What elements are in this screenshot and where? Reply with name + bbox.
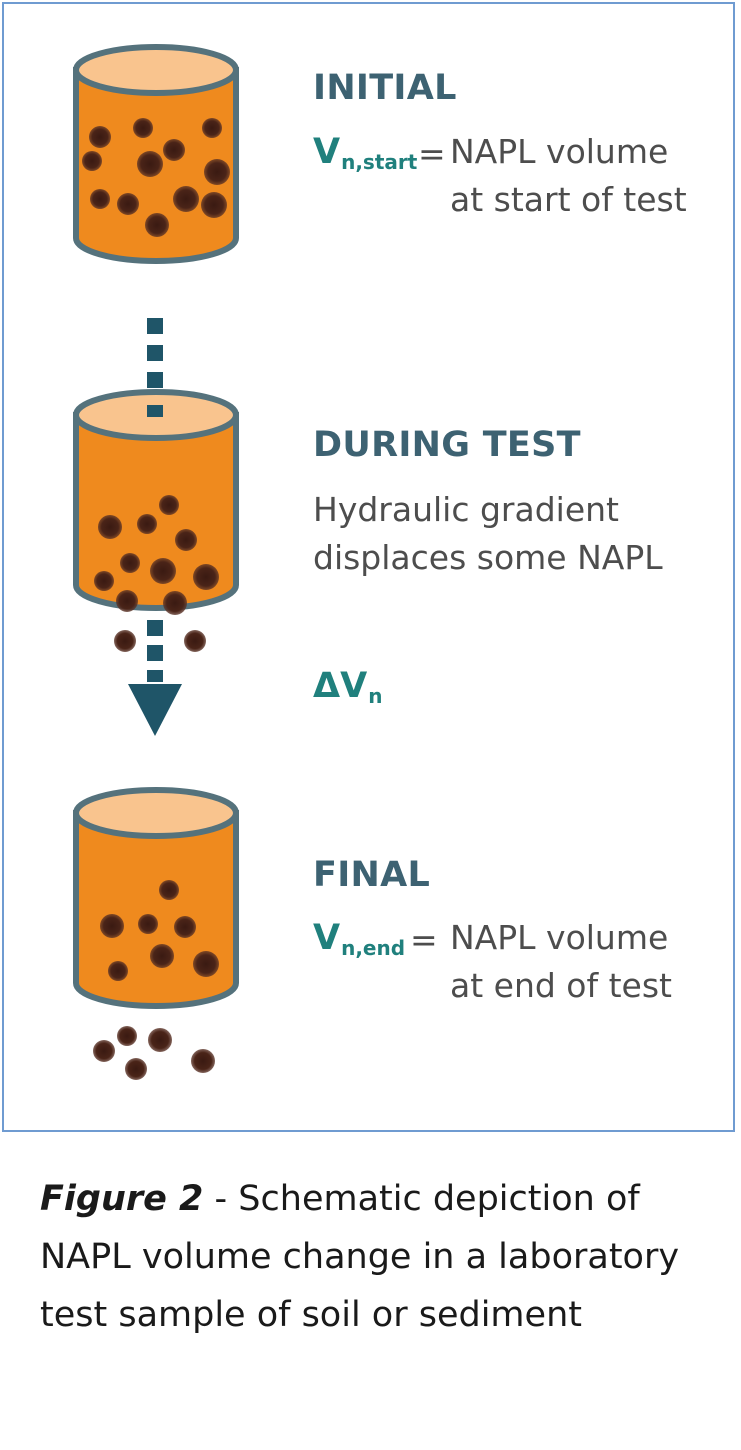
desc-during: Hydraulic gradient displaces some NAPL: [313, 490, 663, 577]
heading-during: DURING TEST: [313, 425, 581, 465]
napl-drops-during: [114, 630, 206, 652]
figure-frame: [2, 2, 735, 1132]
equals-initial: =: [418, 134, 446, 173]
variable-v-start: Vn,start: [313, 132, 418, 174]
desc-initial: NAPL volume at start of test: [450, 132, 687, 219]
heading-initial: INITIAL: [313, 68, 457, 108]
desc-final: NAPL volume at end of test: [450, 918, 672, 1005]
figure-caption: Figure 2 - Schematic depiction of NAPL v…: [40, 1170, 720, 1344]
dashed-connector-overlap: [147, 405, 163, 417]
down-arrow-icon: [128, 620, 182, 736]
caption-label: Figure 2: [40, 1179, 204, 1219]
variable-delta-v: ΔVn: [313, 666, 383, 708]
heading-final: FINAL: [313, 855, 431, 895]
napl-blobs-initial: [82, 118, 230, 237]
napl-blobs-final: [100, 880, 219, 981]
napl-blobs-during: [94, 495, 219, 615]
equals-final: =: [410, 920, 438, 959]
cylinder-initial: [73, 44, 239, 264]
cylinder-final: [73, 787, 239, 1009]
napl-drops-final: [93, 1026, 215, 1080]
caption-text: - Schematic depiction of NAPL volume cha…: [40, 1179, 680, 1335]
cylinder-during: [73, 389, 239, 615]
variable-v-end: Vn,end: [313, 918, 406, 960]
schematic-art: [73, 44, 239, 1080]
